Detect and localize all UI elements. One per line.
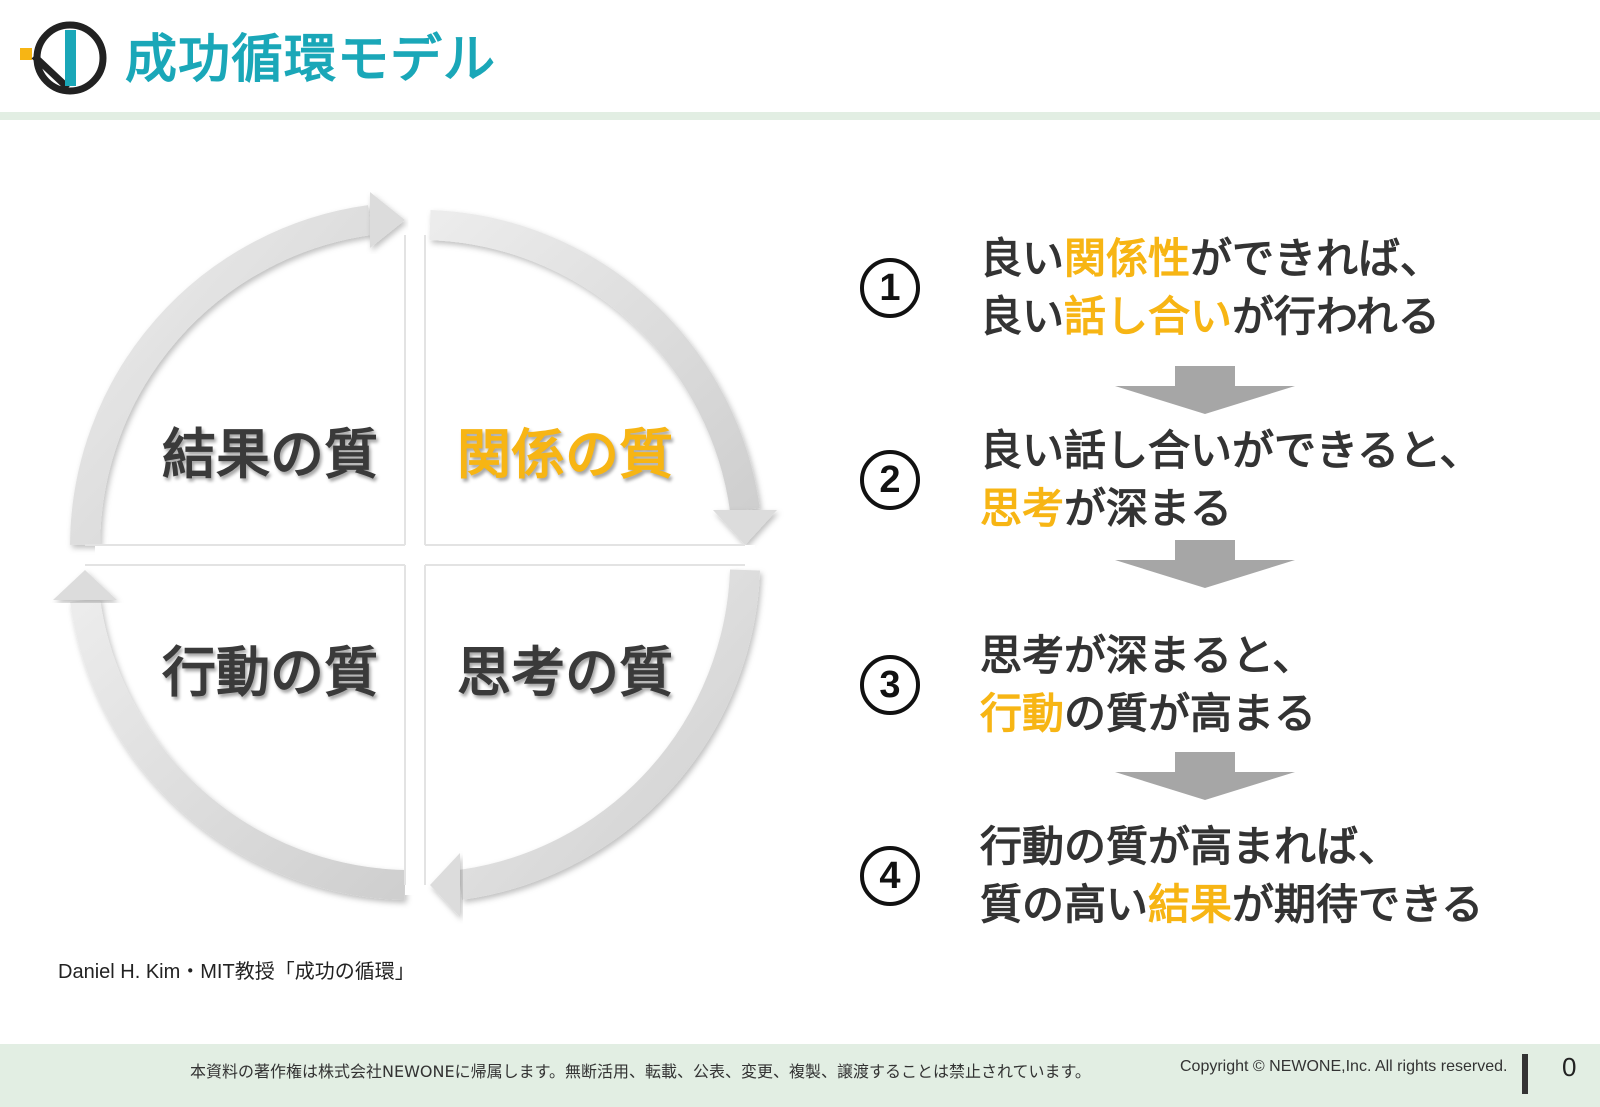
step-text: 良い関係性ができれば、 良い話し合いが行われる [980, 230, 1442, 346]
step-item: 1 良い関係性ができれば、 良い話し合いが行われる [860, 230, 1580, 360]
quadrant-result-quality: 結果の質 [162, 423, 378, 486]
step-item: 4 行動の質が高まれば、 質の高い結果が期待できる [860, 818, 1580, 948]
step-text-segment: が行われる [1232, 292, 1440, 341]
step-text-segment: 思考が深まると、 [980, 631, 1315, 680]
arrowhead-right [713, 510, 777, 545]
page-title: 成功循環モデル [125, 30, 497, 90]
step-line: 思考が深まる [980, 480, 1481, 538]
quadrant-thought-quality: 思考の質 [457, 641, 673, 704]
down-arrow-icon [1115, 540, 1295, 588]
step-number: 4 [860, 846, 920, 906]
copyright-notice: 本資料の著作権は株式会社NEWONEに帰属します。無断活用、転載、公表、変更、複… [190, 1062, 1091, 1081]
step-number: 1 [860, 258, 920, 318]
step-text-segment: の質が高まる [1064, 689, 1317, 738]
success-cycle-diagram: 結果の質 関係の質 行動の質 思考の質 [40, 180, 810, 950]
source-credit: Daniel H. Kim・MIT教授「成功の循環」 [58, 961, 415, 983]
cycle-arrows [53, 192, 777, 917]
header-divider [0, 112, 1600, 120]
step-text-segment: 良い [980, 292, 1065, 341]
step-line: 良い話し合いが行われる [980, 288, 1442, 346]
step-text-segment: が深まる [1064, 484, 1233, 533]
step-number: 3 [860, 655, 920, 715]
quadrant-relation-quality: 関係の質 [457, 423, 673, 486]
header: 成功循環モデル [0, 0, 1600, 112]
step-item: 2 良い話し合いができると、 思考が深まる [860, 422, 1580, 552]
arrow-result-to-relation [70, 205, 373, 546]
step-line: 思考が深まると、 [980, 627, 1316, 685]
down-arrow-icon [1115, 752, 1295, 800]
page-separator [1522, 1054, 1528, 1094]
highlight-text: 話し合い [1064, 292, 1233, 341]
step-text: 行動の質が高まれば、 質の高い結果が期待できる [980, 818, 1483, 934]
step-text: 良い話し合いができると、 思考が深まる [980, 422, 1481, 538]
highlight-text: 結果 [1148, 880, 1233, 929]
step-text-segment: が期待できる [1232, 880, 1484, 929]
arrow-thought-to-action [457, 569, 760, 900]
step-text-segment: 良い話し合いができると、 [980, 426, 1482, 475]
highlight-text: 行動 [980, 689, 1065, 738]
step-line: 行動の質が高まる [980, 685, 1316, 743]
step-line: 質の高い結果が期待できる [980, 876, 1483, 934]
step-line: 良い関係性ができれば、 [980, 230, 1442, 288]
step-text-segment: ができれば、 [1190, 234, 1443, 283]
step-text-segment: 質の高い [980, 880, 1149, 929]
step-line: 良い話し合いができると、 [980, 422, 1481, 480]
copyright-text: Copyright © NEWONE,Inc. All rights reser… [1180, 1058, 1508, 1075]
footer: 本資料の著作権は株式会社NEWONEに帰属します。無断活用、転載、公表、変更、複… [0, 1044, 1600, 1107]
arrow-relation-to-thought [429, 210, 760, 513]
step-text: 思考が深まると、 行動の質が高まる [980, 627, 1316, 743]
arrowhead-left [53, 570, 117, 600]
step-number: 2 [860, 450, 920, 510]
page-number: 0 [1562, 1052, 1577, 1082]
down-arrow-icon [1115, 366, 1295, 414]
highlight-text: 思考 [980, 484, 1065, 533]
step-text-segment: 良い [980, 234, 1065, 283]
step-line: 行動の質が高まれば、 [980, 818, 1483, 876]
quadrant-action-quality: 行動の質 [162, 641, 378, 704]
arrowhead-top [370, 192, 405, 248]
step-item: 3 思考が深まると、 行動の質が高まる [860, 627, 1580, 757]
highlight-text: 関係性 [1064, 234, 1191, 283]
arrow-action-to-result [70, 597, 406, 900]
arrowhead-bottom [430, 853, 460, 917]
newone-logo-icon [20, 21, 107, 95]
step-text-segment: 行動の質が高まれば、 [980, 822, 1401, 871]
